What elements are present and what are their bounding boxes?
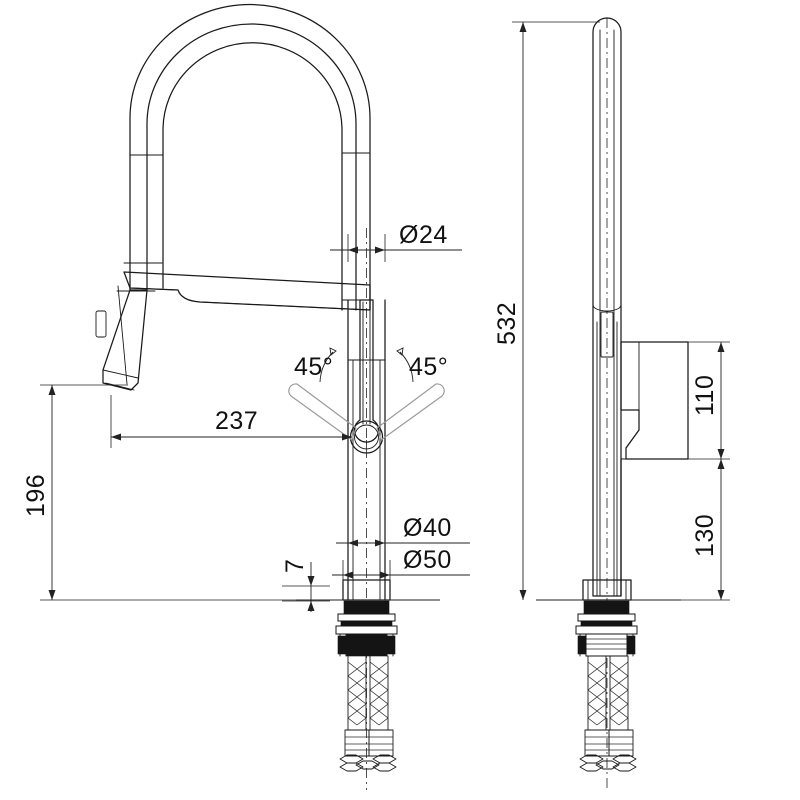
dimension-base-to-handle: 130 <box>681 459 730 601</box>
dimension-deck-thickness: 7 <box>281 559 330 612</box>
spout-arm <box>123 271 371 311</box>
dimension-label-swivel-left: 45° <box>294 353 333 381</box>
dimension-spout-reach: 237 <box>110 395 367 448</box>
spray-head <box>95 262 163 391</box>
dimension-label-handle-height: 110 <box>691 375 719 416</box>
dimension-spout-outlet-diameter: Ø24 <box>330 221 462 262</box>
dimension-label-body-diameter: Ø40 <box>403 514 452 542</box>
base-cover <box>296 579 440 601</box>
dimension-label-swivel-right: 45° <box>409 353 448 381</box>
dimension-overall-height: 532 <box>493 21 600 600</box>
mounting-hardware <box>335 600 398 657</box>
front-handle-lever <box>620 341 689 597</box>
dimension-handle-height: 110 <box>688 341 730 460</box>
dimension-label-spout-height: 196 <box>22 474 50 517</box>
valve-column <box>347 228 386 790</box>
dimension-body-diameter: Ø40 <box>336 514 470 552</box>
dimension-base-diameter: Ø50 <box>332 546 470 584</box>
front-elevation-view: 532 110 130 <box>493 17 730 790</box>
supply-hoses <box>339 655 397 772</box>
side-elevation-view: Ø24 45° 45° 237 196 Ø40 <box>22 3 470 790</box>
dimension-label-overall-height: 532 <box>493 302 521 345</box>
front-column <box>592 17 622 790</box>
front-base-cover <box>536 579 681 601</box>
dimension-spout-height: 196 <box>22 384 296 601</box>
gooseneck-spout-outline <box>129 3 371 311</box>
lever-handle <box>288 299 445 454</box>
front-mounting-hardware <box>575 600 638 657</box>
dimension-label-spout-reach: 237 <box>215 407 258 435</box>
dimension-label-base-diameter: Ø50 <box>403 546 452 574</box>
dimension-label-base-to-handle: 130 <box>691 514 719 557</box>
front-supply-hoses <box>579 655 637 772</box>
dimension-label-spout-outlet-diameter: Ø24 <box>399 221 448 249</box>
dimension-label-deck-thickness: 7 <box>281 559 309 573</box>
